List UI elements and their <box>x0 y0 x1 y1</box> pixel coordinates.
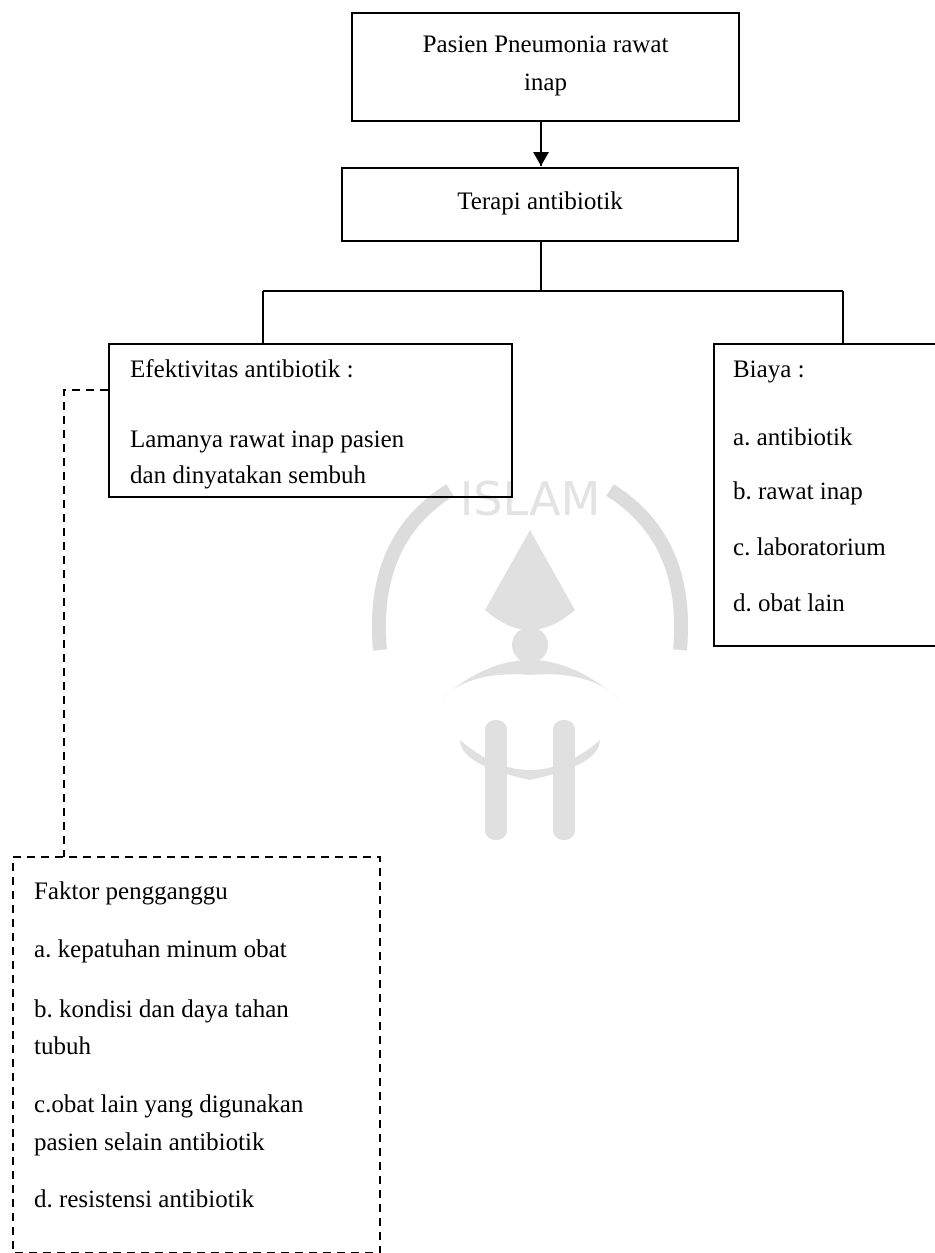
effectiveness-title: Efektivitas antibiotik : <box>130 356 354 383</box>
patient-box-line2: inap <box>523 69 568 96</box>
effectiveness-box <box>108 343 513 498</box>
confounder-item-d: d. resistensi antibiotik <box>34 1186 255 1213</box>
confounder-item-a: a. kepatuhan minum obat <box>34 936 287 963</box>
cost-item-obat-lain: d. obat lain <box>733 590 845 617</box>
dashed-link-confounder <box>63 389 108 857</box>
arrowhead-icon <box>533 152 549 166</box>
confounder-box-border <box>12 856 381 1253</box>
confounder-title: Faktor pengganggu <box>34 878 228 905</box>
patient-box-line1: Pasien Pneumonia rawat <box>422 31 669 58</box>
confounder-item-c-line1: c.obat lain yang digunakan <box>34 1091 304 1118</box>
confounder-item-b-line1: b. kondisi dan daya tahan <box>34 996 289 1023</box>
therapy-box-label: Terapi antibiotik <box>457 188 623 215</box>
cost-title: Biaya : <box>733 356 805 383</box>
therapy-box: Terapi antibiotik <box>341 167 739 242</box>
confounder-item-b-line2: tubuh <box>34 1033 91 1060</box>
cost-box <box>713 343 935 647</box>
effectiveness-line2: dan dinyatakan sembuh <box>130 462 367 489</box>
cost-item-laboratorium: c. laboratorium <box>733 534 886 561</box>
cost-item-rawat-inap: b. rawat inap <box>733 478 863 505</box>
patient-box: Pasien Pneumonia rawat inap <box>351 12 740 122</box>
confounder-item-c-line2: pasien selain antibiotik <box>34 1129 265 1156</box>
effectiveness-line1: Lamanya rawat inap pasien <box>130 426 405 453</box>
cost-item-antibiotik: a. antibiotik <box>733 424 853 451</box>
